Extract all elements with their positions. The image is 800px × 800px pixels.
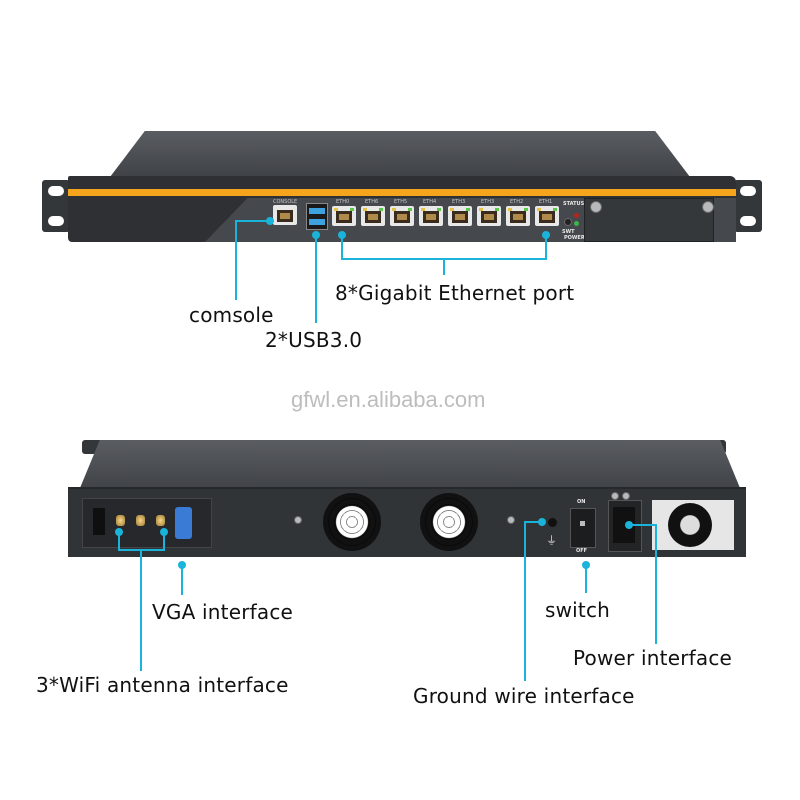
ground-terminal xyxy=(548,518,557,527)
ear-hole xyxy=(48,216,64,226)
power-callout-line xyxy=(655,524,657,644)
vga-callout-line xyxy=(181,565,183,595)
eth-port-label: ETH3 xyxy=(452,199,466,205)
console-port xyxy=(273,205,297,225)
status-led-green xyxy=(574,221,579,226)
status-label: STATUS xyxy=(563,201,585,207)
ground-callout-line xyxy=(524,521,526,681)
screw-icon xyxy=(611,492,619,500)
eth-callout-line xyxy=(443,258,445,275)
eth-port-label: ETH0 xyxy=(336,199,350,205)
screw-icon xyxy=(702,201,714,213)
eth-port-label: ETH1 xyxy=(539,199,553,205)
vga-port xyxy=(175,507,192,539)
expansion-slot-cover xyxy=(584,198,714,242)
power-label: POWER xyxy=(564,235,585,241)
wifi-callout-line xyxy=(140,549,142,671)
console-callout-line xyxy=(235,220,237,300)
fan-vent-icon xyxy=(420,493,478,551)
ground-callout-dot xyxy=(538,518,546,526)
screw-icon xyxy=(507,516,515,524)
switch-on-label: ON xyxy=(577,499,586,505)
wifi-callout-line xyxy=(163,532,165,550)
ethernet-port xyxy=(390,206,414,226)
ethernet-port xyxy=(535,206,559,226)
ethernet-port xyxy=(448,206,472,226)
rear-chassis-top xyxy=(80,440,740,488)
wifi-callout-line xyxy=(118,532,120,550)
eth-port-label: ETH5 xyxy=(394,199,408,205)
ethernet-port xyxy=(506,206,530,226)
vga-callout-label: VGA interface xyxy=(152,600,294,624)
ethernet-port xyxy=(477,206,501,226)
ethernet-port xyxy=(361,206,385,226)
front-left-rack-ear xyxy=(42,180,70,232)
ear-hole xyxy=(48,186,64,196)
switch-off-label: OFF xyxy=(576,548,588,554)
wifi-callout-label: 3*WiFi antenna interface xyxy=(36,673,289,697)
status-led-red xyxy=(574,213,579,218)
usb-ports xyxy=(306,203,328,230)
switch-callout-label: switch xyxy=(545,598,611,622)
eth-port-label: ETH2 xyxy=(510,199,524,205)
swt-label: SWT xyxy=(562,229,575,235)
usb-callout-label: 2*USB3.0 xyxy=(265,328,363,352)
front-chassis-top xyxy=(110,131,690,177)
ethernet-port xyxy=(419,206,443,226)
accent-stripe xyxy=(68,189,736,196)
wifi-antenna-connector xyxy=(156,515,165,526)
ear-hole xyxy=(740,186,756,196)
console-port-label: CONSOLE xyxy=(273,199,298,205)
psu-fan-icon xyxy=(668,503,712,547)
eth-callout-line xyxy=(545,235,547,259)
usb-callout-line xyxy=(315,235,317,323)
switch-callout-line xyxy=(585,565,587,593)
front-right-rack-ear xyxy=(734,180,762,232)
io-blank-slot xyxy=(93,508,105,535)
ear-hole xyxy=(740,216,756,226)
ground-callout-line xyxy=(524,521,540,523)
wifi-antenna-connector xyxy=(116,515,125,526)
swt-button xyxy=(564,218,572,226)
console-callout-dot xyxy=(266,217,274,225)
ground-icon: ⏚ xyxy=(546,534,557,547)
console-callout-line xyxy=(235,220,269,222)
power-callout-line xyxy=(629,524,657,526)
ethernet-port xyxy=(332,206,356,226)
wifi-antenna-connector xyxy=(136,515,145,526)
eth-port-label: ETH6 xyxy=(365,199,379,205)
power-switch xyxy=(570,508,596,548)
screw-icon xyxy=(294,516,302,524)
ground-callout-label: Ground wire interface xyxy=(413,684,635,708)
power-callout-label: Power interface xyxy=(573,646,733,670)
psu-panel xyxy=(652,500,734,550)
screw-icon xyxy=(622,492,630,500)
ethernet-callout-label: 8*Gigabit Ethernet port xyxy=(335,281,575,305)
eth-port-label: ETH4 xyxy=(423,199,437,205)
screw-icon xyxy=(590,201,602,213)
eth-port-label: ETH3 xyxy=(481,199,495,205)
eth-callout-line xyxy=(341,235,343,259)
console-callout-label: comsole xyxy=(189,303,274,327)
fan-vent-icon xyxy=(323,493,381,551)
watermark: gfwl.en.alibaba.com xyxy=(291,387,486,412)
